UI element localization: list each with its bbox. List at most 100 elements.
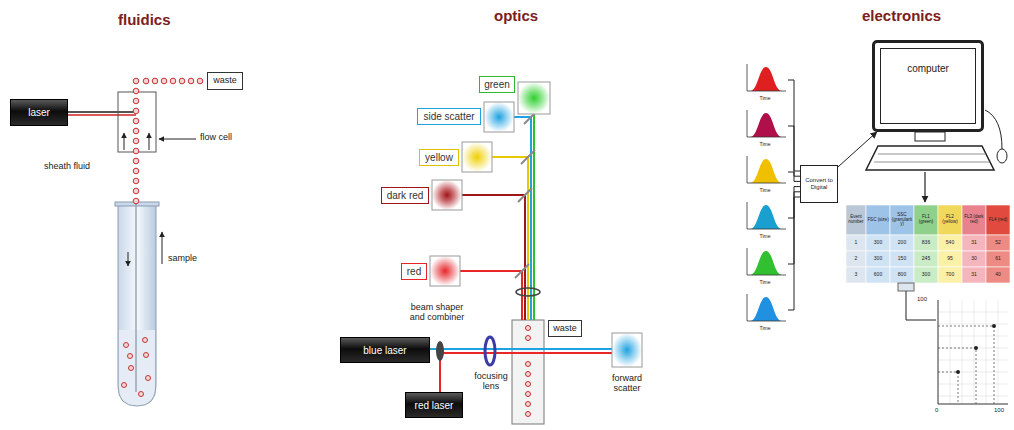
laser-beam [440,352,612,354]
detector-label: green [479,76,515,93]
node-text: forward scatter [601,374,653,394]
grid-line [938,396,1008,397]
connectors [788,80,877,310]
plot-axes [938,300,1008,404]
section-title: fluidics [118,12,171,29]
grid-line [986,300,987,404]
dashed-guide [938,326,994,404]
data-point [992,324,996,328]
cell [133,148,139,154]
cell [526,362,531,367]
cell [526,412,531,417]
table-cell-ground [866,235,890,251]
plot-axes [747,110,786,137]
node-text: Time [760,326,771,331]
grid-line [938,324,1008,325]
table-cell-ground [890,251,914,267]
table-cell: 2 [846,251,866,267]
pulse-peak [750,159,782,183]
plot-axes [747,294,786,321]
waste-container: waste [548,320,582,337]
grid-line [938,384,1008,385]
table-cell-ground [938,205,962,235]
signal-pulse: Time [742,246,788,286]
data-table [846,205,1010,283]
table-cell: 30 [962,251,986,267]
monitor-screen [880,48,976,124]
table-cell: 40 [986,267,1010,283]
axis-tick: 100 [917,296,927,303]
table-cell-ground [938,235,962,251]
table-cell-ground [866,251,890,267]
pulse-plot [742,154,788,194]
laser-beam [68,111,136,113]
table-cell: 300 [866,251,890,267]
computer-monitor: computer [872,40,984,132]
callout-label: beam shaper and combiner [404,303,470,323]
sample-line [135,200,137,392]
cell [152,78,158,84]
flow-arrow [162,232,163,264]
table-cell-ground [986,205,1010,235]
grid-line [938,348,1008,349]
cell [133,78,139,84]
grid-line [938,336,1008,337]
emission-path [460,271,522,320]
pulse-plot [742,108,788,148]
pulse-peak [750,251,782,275]
pulse-peak [750,67,782,91]
cell-stream [526,326,531,417]
cell [526,326,531,331]
collection-lens [516,288,540,296]
detector-label: dark red [381,187,429,204]
signal-wire [788,197,800,310]
output-arrow [924,172,925,202]
cell [526,382,531,387]
cell [161,78,167,84]
table-cell: FSC (size) [866,205,890,235]
detector-label: side scatter [417,108,481,125]
fluidics-illustration [68,78,203,406]
table-cell-ground [962,235,986,251]
grid-line [938,372,1008,373]
waste-container: waste [207,72,243,90]
cell [526,402,531,407]
table-cell: 300 [866,235,890,251]
leader-line [906,291,936,320]
pulse-plot [742,246,788,286]
cell [133,138,139,144]
table-cell: FL1 (green) [914,205,938,235]
table-cell-ground [986,235,1010,251]
signal-wire [788,126,800,176]
table-cell-ground [914,251,938,267]
table-cell-ground [846,205,866,235]
table-cell: 600 [866,267,890,283]
table-cell-ground [890,235,914,251]
sample-liquid [119,330,155,405]
converter-box: Convert to Digital [800,165,838,203]
node-text: Time [760,234,771,239]
electronics-illustration [846,110,1010,404]
laser-source: red laser [405,392,463,418]
cell [133,108,139,114]
signal-pulse: Time [742,108,788,148]
detector-label: yellow [419,149,459,166]
grid-line [974,300,975,404]
node-text: yellow [425,152,453,163]
flow-cell [118,92,156,152]
table-cell: 700 [938,267,962,283]
node-text: computer [907,63,949,74]
table-cell: 150 [890,251,914,267]
node-text: laser [28,107,50,118]
grid-line [938,360,1008,361]
detector [432,180,462,210]
node-text: red [407,266,421,277]
dashed-guide [938,372,958,404]
section-title: electronics [862,8,941,25]
node-text: Time [760,96,771,101]
table-cell-ground [866,267,890,283]
pulse-plot [742,200,788,240]
